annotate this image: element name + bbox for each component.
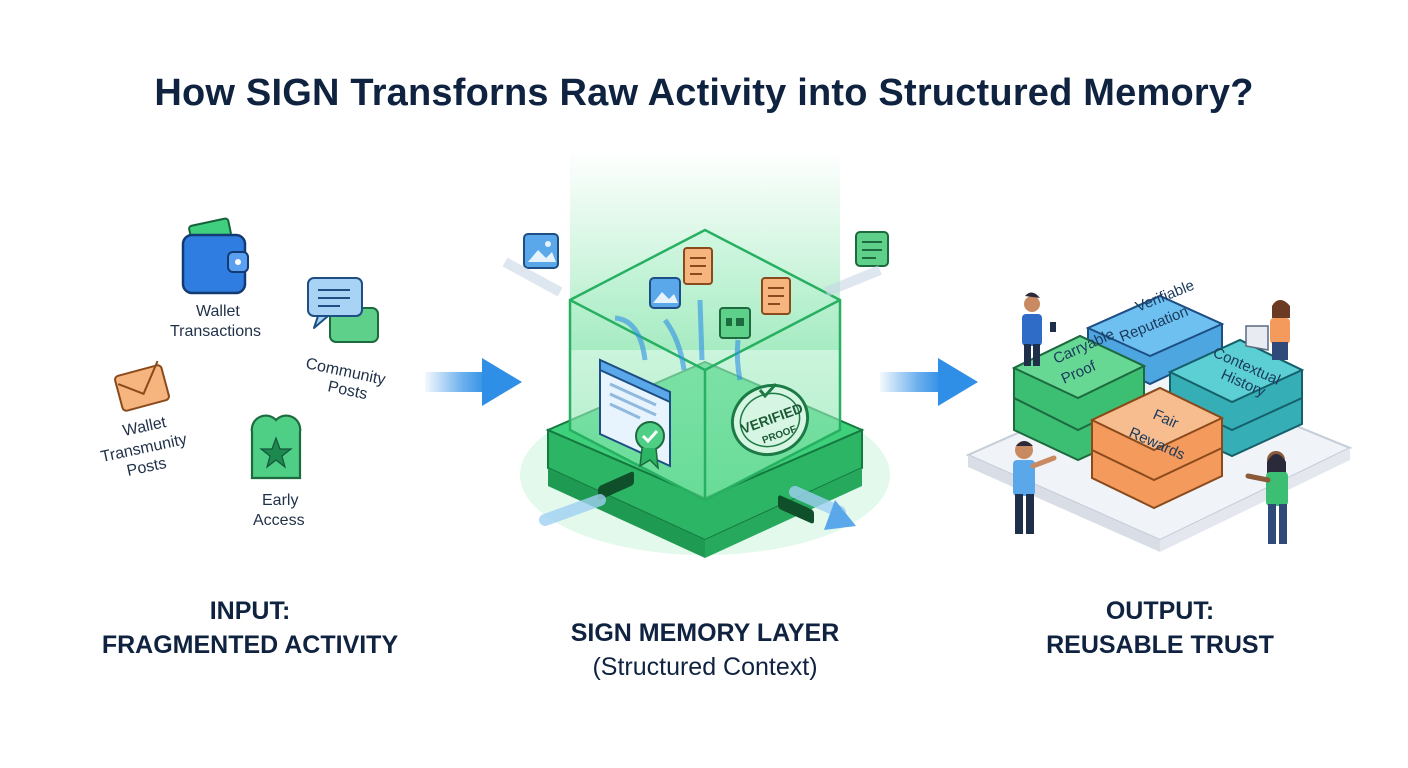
wallet-icon	[181, 217, 249, 295]
memory-layer-caption-line-1: SIGN MEMORY LAYER	[570, 619, 840, 647]
input-caption-line-2: FRAGMENTED ACTIVITY	[101, 631, 399, 659]
chat-icon	[307, 277, 379, 343]
output-caption-line-2: REUSABLE TRUST	[1046, 631, 1274, 659]
early-access-label-2: Access	[253, 512, 305, 529]
reusable-trust-platform: Verifiable Reputation Contextual History…	[965, 277, 1353, 552]
input-arrow	[425, 358, 522, 406]
wallet-transactions-label-1: Wallet	[196, 303, 240, 320]
image-icon	[502, 233, 563, 297]
document-icon	[824, 231, 889, 297]
wallet-transactions-label-2: Transactions	[170, 323, 261, 340]
page-title: How SIGN Transforns Raw Activity into St…	[154, 72, 1254, 114]
envelope-icon	[114, 360, 170, 412]
output-arrow	[880, 358, 978, 406]
document-icon	[761, 277, 791, 315]
verified-stamp-icon: VERIFIED PROOF	[730, 382, 810, 456]
output-caption-line-1: OUTPUT:	[1105, 597, 1215, 625]
input-caption: INPUT: FRAGMENTED ACTIVITY	[70, 594, 430, 662]
document-icon	[719, 307, 751, 339]
person-with-phone	[1022, 292, 1056, 366]
output-caption: OUTPUT: REUSABLE TRUST	[990, 594, 1330, 662]
person-gesturing	[1245, 451, 1288, 544]
image-icon	[649, 277, 681, 309]
early-access-label-1: Early	[262, 492, 298, 509]
memory-layer-caption-line-2: (Structured Context)	[592, 653, 818, 681]
memory-layer-caption: SIGN MEMORY LAYER (Structured Context)	[500, 616, 910, 684]
input-caption-line-1: INPUT:	[209, 597, 291, 625]
star-badge-icon	[250, 414, 302, 480]
person-pointing	[1013, 441, 1057, 534]
person-with-laptop	[1245, 300, 1290, 360]
tile-fair-rewards	[1089, 386, 1225, 510]
document-icon	[683, 247, 713, 285]
certificate-icon	[599, 358, 671, 471]
sign-memory-layer-cube	[520, 150, 890, 558]
